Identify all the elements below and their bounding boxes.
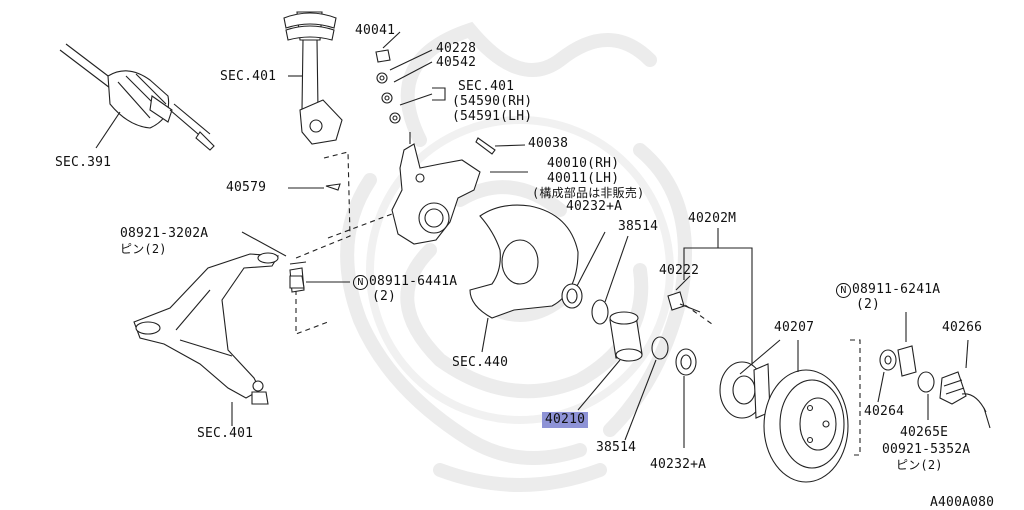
dust-shield [469, 204, 579, 353]
wheel-bearing [577, 311, 643, 411]
label-40011: 40011(LH) [547, 171, 620, 186]
label-00921-5352a: 00921-5352A [882, 442, 971, 457]
label-40041: 40041 [355, 23, 396, 38]
label-08921-3202a: 08921-3202A [120, 226, 209, 241]
label-54590: (54590(RH) [452, 94, 533, 109]
label-40232-a-bottom: 40232+A [650, 457, 707, 472]
label-40222: 40222 [659, 263, 700, 278]
label-40542: 40542 [436, 55, 477, 70]
brake-disc [763, 340, 849, 483]
lock-nut [939, 371, 967, 405]
label-40265e: 40265E [900, 425, 949, 440]
label-sec-401-top: SEC.401 [220, 69, 277, 84]
label-40266: 40266 [942, 320, 983, 335]
label-pin-2-left: ピン(2) [120, 242, 167, 256]
label-40010: 40010(RH) [547, 156, 620, 171]
label-38514-top: 38514 [618, 219, 659, 234]
label-40228: 40228 [436, 41, 477, 56]
label-40210-highlighted: 40210 [542, 412, 589, 428]
label-sec-440: SEC.440 [452, 355, 509, 370]
label-40264: 40264 [864, 404, 905, 419]
label-54591: (54591(LH) [452, 109, 533, 124]
label-40202m: 40202M [688, 211, 737, 226]
n-mark-icon: N [836, 283, 851, 298]
label-pin-2-right: ピン(2) [896, 458, 943, 472]
label-qty-2-a: (2) [372, 289, 397, 304]
wheel-hub [719, 339, 781, 419]
label-40232-a-top: 40232+A [566, 199, 623, 214]
label-sec-401-bottom: SEC.401 [197, 426, 254, 441]
label-sec-391: SEC.391 [55, 155, 112, 170]
diagram-id: A400A080 [930, 495, 995, 510]
label-qty-2-b: (2) [856, 297, 881, 312]
lower-control-arm [133, 252, 279, 426]
label-not-sold-note: (構成部品は非販売) [532, 186, 645, 200]
label-40038: 40038 [528, 136, 569, 151]
n-mark-icon: N [353, 275, 368, 290]
strut-assembly [283, 11, 343, 145]
steering-knuckle [391, 132, 528, 245]
label-40207: 40207 [774, 320, 815, 335]
drive-shaft [59, 43, 215, 151]
label-38514-bottom: 38514 [596, 440, 637, 455]
label-sec-401-mid: SEC.401 [458, 79, 515, 94]
label-40579: 40579 [226, 180, 267, 195]
